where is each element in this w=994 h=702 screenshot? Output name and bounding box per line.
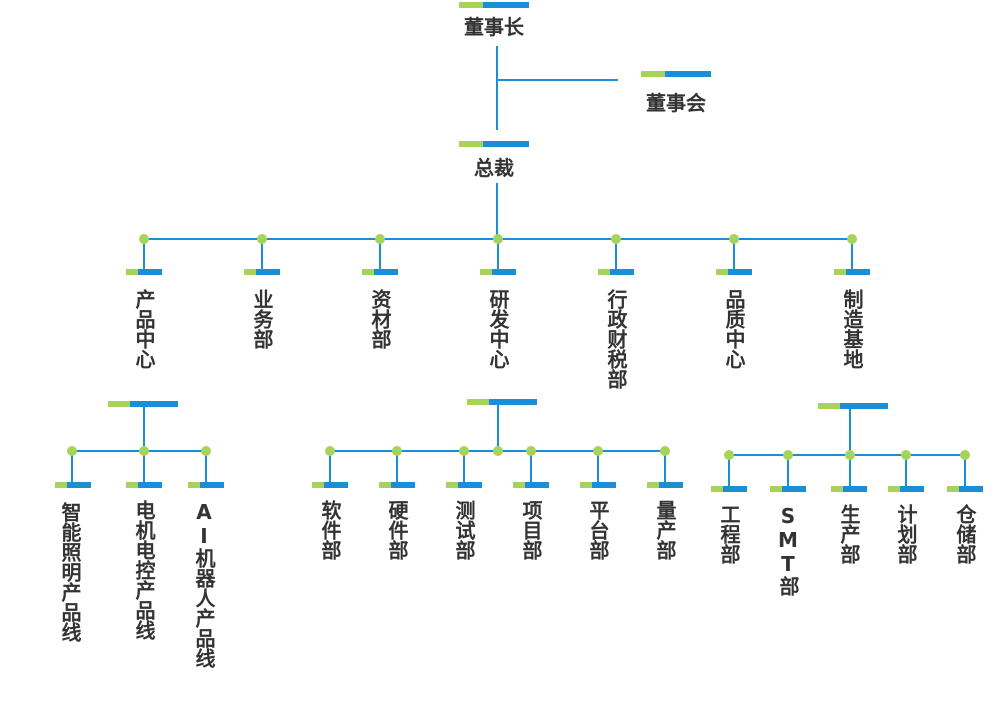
node-bar xyxy=(711,486,747,492)
node-bar xyxy=(480,269,516,275)
connector-dot xyxy=(845,450,855,460)
node-label-admin-finance: 行政财税部 xyxy=(604,289,628,389)
node-bar xyxy=(513,482,549,488)
connector-dot xyxy=(847,234,857,244)
connector-dot xyxy=(593,446,603,456)
node-bar xyxy=(834,269,870,275)
node-bar xyxy=(362,269,398,275)
node-bar xyxy=(379,482,415,488)
node-label-planning: 计划部 xyxy=(894,504,918,564)
node-bar xyxy=(888,486,924,492)
node-label-testing: 测试部 xyxy=(452,500,476,560)
node-label-motor-control: 电机电控产品线 xyxy=(132,500,156,640)
connector-dot xyxy=(526,446,536,456)
node-label-software: 软件部 xyxy=(318,500,342,560)
node-bar xyxy=(831,486,867,492)
node-bar xyxy=(312,482,348,488)
node-label-ai-robot: AI机器人产品线 xyxy=(192,500,216,668)
node-bar xyxy=(459,2,529,8)
group-bar-manufacturing xyxy=(818,403,888,409)
node-label-warehouse: 仓储部 xyxy=(953,504,977,564)
group-bar-product xyxy=(108,401,178,407)
connector-dot xyxy=(493,446,503,456)
node-bar xyxy=(641,71,711,77)
node-bar xyxy=(716,269,752,275)
node-label-quality-center: 品质中心 xyxy=(722,289,746,369)
node-label-smt: SMT部 xyxy=(776,504,800,596)
connector-dot xyxy=(960,450,970,460)
node-label-business: 业务部 xyxy=(250,289,274,349)
node-label-production: 生产部 xyxy=(837,504,861,564)
connector-dot xyxy=(139,446,149,456)
node-label-platform: 平台部 xyxy=(586,500,610,560)
node-bar xyxy=(947,486,983,492)
connector-dot xyxy=(611,234,621,244)
node-label-product-center: 产品中心 xyxy=(132,289,156,369)
node-bar xyxy=(598,269,634,275)
node-label-engineering: 工程部 xyxy=(717,504,741,564)
node-bar xyxy=(244,269,280,275)
node-label-hardware: 硬件部 xyxy=(385,500,409,560)
node-label-chairman: 董事长 xyxy=(464,15,524,39)
node-bar xyxy=(126,269,162,275)
node-bar xyxy=(126,482,162,488)
node-label-ceo: 总裁 xyxy=(474,156,514,180)
node-label-board: 董事会 xyxy=(646,91,706,115)
group-bar-rnd xyxy=(467,399,537,405)
connector-dot xyxy=(201,446,211,456)
node-bar xyxy=(188,482,224,488)
connector-dot xyxy=(375,234,385,244)
connector-dot xyxy=(493,234,503,244)
node-bar xyxy=(647,482,683,488)
node-bar xyxy=(580,482,616,488)
node-bar xyxy=(770,486,806,492)
node-bar xyxy=(55,482,91,488)
node-label-mass-production: 量产部 xyxy=(653,500,677,560)
connector-dot xyxy=(325,446,335,456)
node-label-smart-lighting: 智能照明产品线 xyxy=(58,502,82,642)
connector-dot xyxy=(660,446,670,456)
connector-dot xyxy=(783,450,793,460)
node-label-rnd-center: 研发中心 xyxy=(486,289,510,369)
connector-dot xyxy=(257,234,267,244)
node-label-project: 项目部 xyxy=(519,500,543,560)
node-label-materials: 资材部 xyxy=(368,289,392,349)
connector-dot xyxy=(729,234,739,244)
node-label-manufacturing: 制造基地 xyxy=(840,289,864,369)
connector-dot xyxy=(139,234,149,244)
connector-dot xyxy=(459,446,469,456)
node-bar xyxy=(446,482,482,488)
connector-dot xyxy=(392,446,402,456)
connector-dot xyxy=(901,450,911,460)
connector-dot xyxy=(724,450,734,460)
connector-dot xyxy=(67,446,77,456)
node-bar xyxy=(459,141,529,147)
